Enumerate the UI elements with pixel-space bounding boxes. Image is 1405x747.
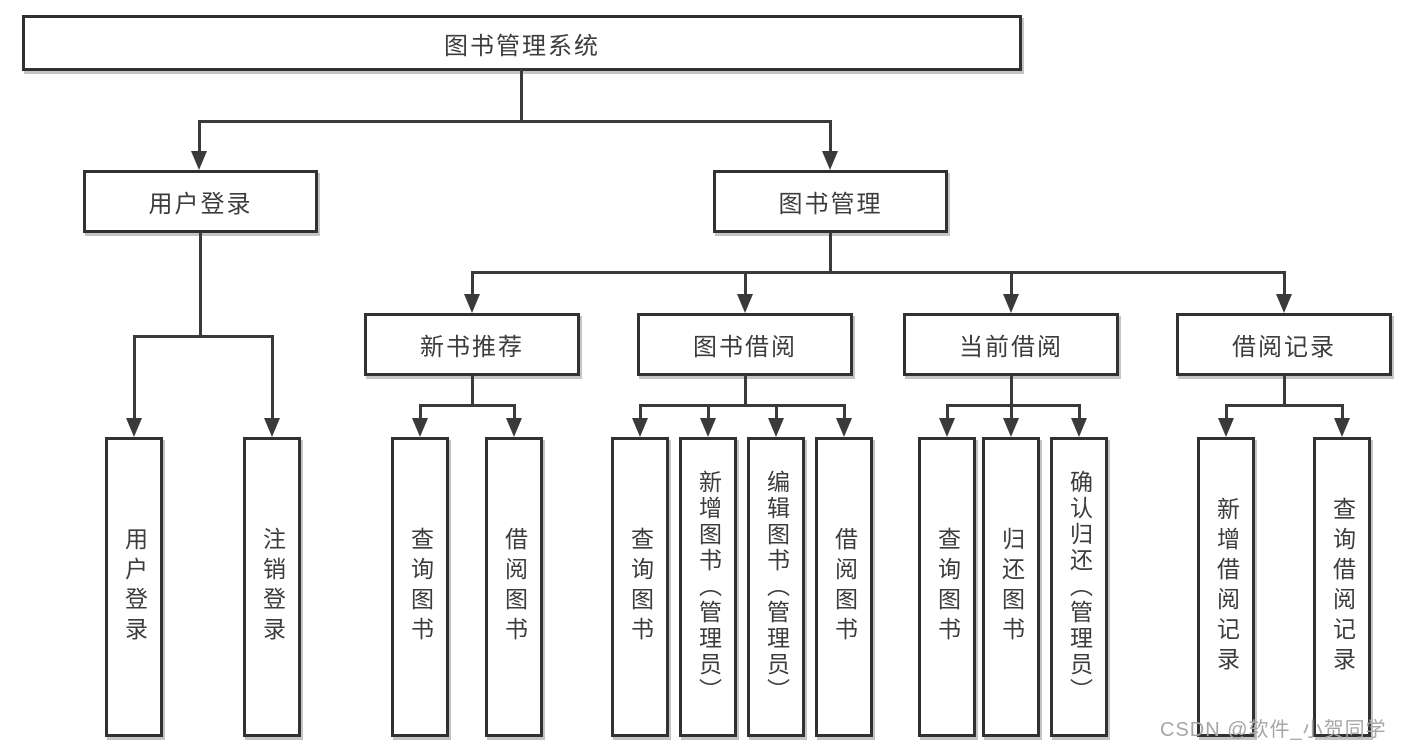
leaf-borrow-book-b: 借阅图书: [815, 437, 873, 737]
connector-line: [1225, 404, 1228, 421]
arrowhead-down-icon: [506, 418, 522, 437]
connector-line: [639, 404, 846, 407]
connector-line: [271, 335, 274, 421]
connector-line: [639, 404, 642, 421]
connector-line: [1283, 271, 1286, 297]
arrowhead-down-icon: [1003, 294, 1019, 313]
connector-line: [1225, 404, 1344, 407]
leaf-add-record: 新增借阅记录: [1197, 437, 1255, 737]
arrowhead-down-icon: [1071, 418, 1087, 437]
connector-line: [198, 120, 832, 123]
csdn-watermark: CSDN @软件_小贺同学: [1160, 719, 1387, 741]
leaf-edit-book-label: 编辑图书（管理员）: [763, 470, 790, 704]
connector-line: [1078, 404, 1081, 421]
arrowhead-down-icon: [1276, 294, 1292, 313]
leaf-add-record-label: 新增借阅记录: [1213, 497, 1240, 677]
connector-line: [843, 404, 846, 421]
leaf-confirm-return-label: 确认归还（管理员）: [1066, 470, 1093, 704]
connector-line: [133, 335, 136, 421]
leaf-query-book-b-label: 查询图书: [627, 527, 654, 647]
arrowhead-down-icon: [700, 418, 716, 437]
connector-line: [471, 271, 1285, 274]
leaf-edit-book: 编辑图书（管理员）: [747, 437, 805, 737]
node-book-mgmt: 图书管理: [713, 170, 948, 233]
arrowhead-down-icon: [412, 418, 428, 437]
leaf-add-book-label: 新增图书（管理员）: [695, 470, 722, 704]
leaf-query-book-c-label: 查询图书: [934, 527, 961, 647]
node-new-book-rec: 新书推荐: [364, 313, 580, 376]
connector-line: [419, 404, 422, 421]
connector-line: [707, 404, 710, 421]
leaf-return-book-label: 归还图书: [998, 527, 1025, 647]
arrowhead-down-icon: [737, 294, 753, 313]
connector-line: [946, 404, 1081, 407]
arrowhead-down-icon: [822, 151, 838, 170]
leaf-borrow-book-a-label: 借阅图书: [501, 527, 528, 647]
node-borrow-record-label: 借阅记录: [1232, 334, 1336, 361]
connector-line: [1010, 375, 1013, 407]
leaf-user-login-label: 用户登录: [121, 527, 148, 647]
arrowhead-down-icon: [1003, 418, 1019, 437]
arrowhead-down-icon: [768, 418, 784, 437]
connector-line: [471, 375, 474, 407]
node-root: 图书管理系统: [22, 15, 1022, 71]
leaf-query-book-a-label: 查询图书: [407, 527, 434, 647]
leaf-query-book-b: 查询图书: [611, 437, 669, 737]
arrowhead-down-icon: [191, 151, 207, 170]
arrowhead-down-icon: [632, 418, 648, 437]
leaf-query-book-a: 查询图书: [391, 437, 449, 737]
connector-line: [775, 404, 778, 421]
connector-line: [133, 335, 274, 338]
node-current-borrow-label: 当前借阅: [959, 334, 1063, 361]
node-book-borrow: 图书借阅: [637, 313, 853, 376]
arrowhead-down-icon: [1334, 418, 1350, 437]
connector-line: [829, 120, 832, 154]
leaf-logout: 注销登录: [243, 437, 301, 737]
node-root-label: 图书管理系统: [444, 32, 600, 60]
connector-line: [520, 69, 523, 122]
leaf-query-record: 查询借阅记录: [1313, 437, 1371, 737]
leaf-add-book: 新增图书（管理员）: [679, 437, 737, 737]
node-user-login-label: 用户登录: [148, 191, 253, 218]
node-user-login: 用户登录: [83, 170, 318, 233]
connector-line: [1010, 404, 1013, 421]
leaf-logout-label: 注销登录: [259, 527, 286, 647]
connector-line: [946, 404, 949, 421]
connector-line: [1283, 375, 1286, 407]
connector-line: [419, 404, 516, 407]
leaf-borrow-book-b-label: 借阅图书: [831, 527, 858, 647]
connector-line: [829, 232, 832, 274]
leaf-borrow-book-a: 借阅图书: [485, 437, 543, 737]
arrowhead-down-icon: [1218, 418, 1234, 437]
connector-line: [513, 404, 516, 421]
arrowhead-down-icon: [464, 294, 480, 313]
node-book-mgmt-label: 图书管理: [778, 191, 883, 218]
arrowhead-down-icon: [939, 418, 955, 437]
node-book-borrow-label: 图书借阅: [693, 334, 797, 361]
arrowhead-down-icon: [264, 418, 280, 437]
leaf-confirm-return: 确认归还（管理员）: [1050, 437, 1108, 737]
leaf-query-book-c: 查询图书: [918, 437, 976, 737]
connector-line: [1341, 404, 1344, 421]
connector-line: [471, 271, 474, 297]
connector-line: [198, 120, 201, 154]
leaf-query-record-label: 查询借阅记录: [1329, 497, 1356, 677]
arrowhead-down-icon: [836, 418, 852, 437]
node-current-borrow: 当前借阅: [903, 313, 1119, 376]
connector-line: [744, 271, 747, 297]
connector-line: [744, 375, 747, 407]
leaf-return-book: 归还图书: [982, 437, 1040, 737]
node-new-book-rec-label: 新书推荐: [420, 334, 524, 361]
arrowhead-down-icon: [126, 418, 142, 437]
connector-line: [199, 232, 202, 338]
node-borrow-record: 借阅记录: [1176, 313, 1392, 376]
leaf-user-login: 用户登录: [105, 437, 163, 737]
connector-line: [1010, 271, 1013, 297]
